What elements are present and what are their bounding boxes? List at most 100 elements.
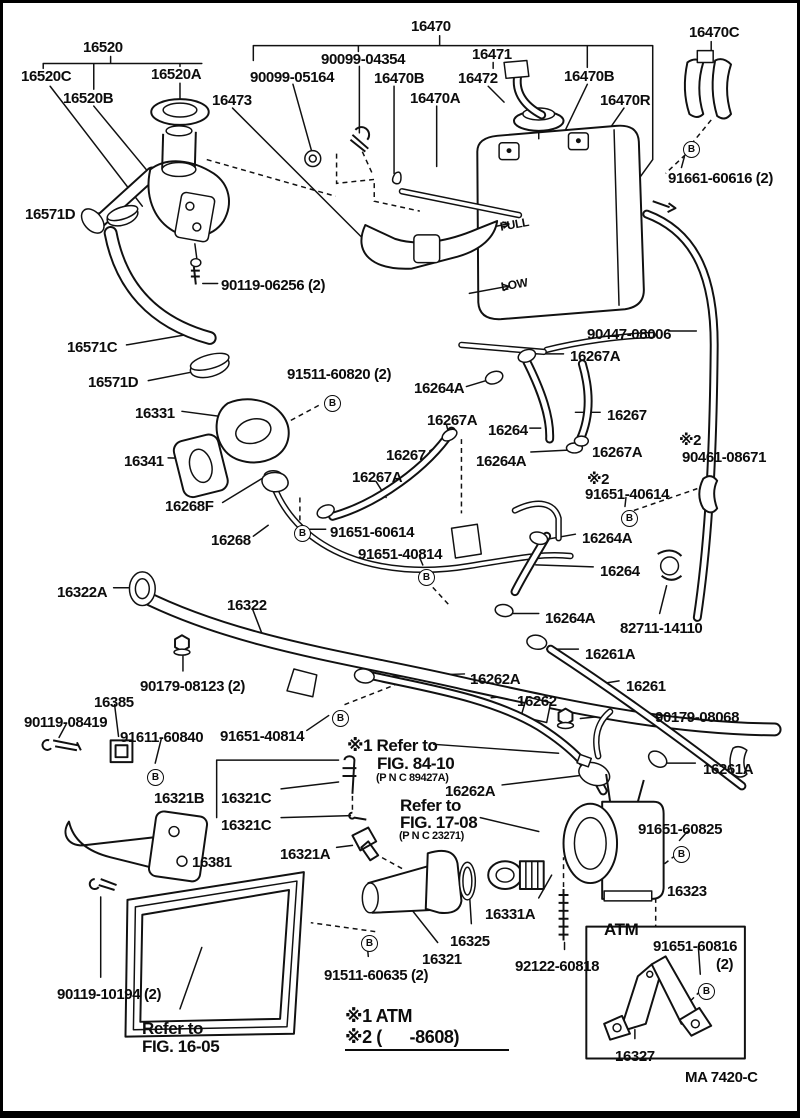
- part-label: Refer to: [142, 1019, 204, 1038]
- circled-fastener-marker: B: [294, 525, 311, 542]
- part-label: 16268F: [165, 498, 214, 515]
- circled-fastener-marker: B: [332, 710, 349, 727]
- part-label: 16381: [192, 854, 232, 871]
- part-label: ※1 ATM: [345, 1006, 413, 1026]
- part-label: 90119-06256 (2): [221, 277, 326, 294]
- part-label: 90099-05164: [250, 69, 335, 86]
- part-label: 16520C: [21, 68, 72, 85]
- part-label: 90119-08419: [24, 714, 108, 731]
- part-label: 16267: [607, 407, 647, 424]
- part-label: 16341: [124, 453, 164, 470]
- part-label: 16470A: [410, 90, 461, 107]
- part-label: 16267A: [427, 412, 478, 429]
- part-label: 16470R: [600, 92, 651, 109]
- circled-fastener-marker: B: [324, 395, 341, 412]
- part-label: 16331A: [485, 906, 536, 923]
- part-label: 16262A: [445, 783, 496, 800]
- part-label: 16571C: [67, 339, 118, 356]
- part-label: 16321C: [221, 790, 272, 807]
- part-label: 16264: [600, 563, 640, 580]
- part-label: 91651-60816: [653, 938, 738, 955]
- part-label: 16322: [227, 597, 267, 614]
- part-label: 91511-60635 (2): [324, 967, 429, 984]
- part-label: 16327: [615, 1048, 655, 1065]
- part-label: 16520A: [151, 66, 202, 83]
- part-label: 91651-40814: [358, 546, 443, 563]
- part-label: 90179-08123 (2): [140, 678, 245, 695]
- part-label: 16262: [517, 693, 557, 710]
- part-label: 91651-40614: [585, 486, 670, 503]
- part-label: FULL: [498, 214, 530, 234]
- circled-fastener-marker: B: [683, 141, 700, 158]
- part-label: 91651-40814: [220, 728, 305, 745]
- part-label: 16268: [211, 532, 251, 549]
- part-label: 16323: [667, 883, 707, 900]
- part-label: Refer to: [400, 796, 462, 815]
- part-label: 90099-04354: [321, 51, 406, 68]
- part-label: (2): [716, 956, 734, 973]
- part-label: 16571D: [88, 374, 139, 391]
- part-label: 91651-60825: [638, 821, 723, 838]
- part-label: 16470: [411, 18, 451, 35]
- part-label: 90461-08671: [682, 449, 767, 466]
- part-label: 16470C: [689, 24, 740, 41]
- circled-fastener-marker: B: [147, 769, 164, 786]
- part-label: 16264: [488, 422, 528, 439]
- part-label: 91661-60616 (2): [668, 170, 773, 187]
- circled-fastener-marker: B: [621, 510, 638, 527]
- part-label: ※2 ( -8608): [345, 1028, 509, 1051]
- part-label: (P N C 23271): [399, 830, 464, 842]
- part-label: ※1 Refer to: [347, 736, 438, 755]
- part-label: 16264A: [476, 453, 527, 470]
- part-label: 90179-08068: [655, 709, 740, 726]
- part-label: 16267: [386, 447, 426, 464]
- part-label: ATM: [604, 920, 639, 939]
- part-label: 16473: [212, 92, 252, 109]
- part-label: 16472: [458, 70, 498, 87]
- diagram-artwork: .ln{stroke:#111;stroke-width:1.5;fill:no…: [41, 34, 782, 1060]
- part-label: FIG. 84-10: [377, 754, 455, 773]
- part-label: 16385: [94, 694, 134, 711]
- part-label: 16267A: [352, 469, 403, 486]
- part-label: 16262A: [470, 671, 521, 688]
- part-label: 16321: [422, 951, 462, 968]
- part-label: 16520B: [63, 90, 114, 107]
- part-label: 16571D: [25, 206, 76, 223]
- part-label: 90447-08006: [587, 326, 672, 343]
- part-label: FIG. 16-05: [142, 1037, 220, 1056]
- part-label: 91651-60614: [330, 524, 415, 541]
- part-label: 16470B: [374, 70, 425, 87]
- part-label: 16322A: [57, 584, 108, 601]
- part-label: 92122-60818: [515, 958, 600, 975]
- part-label: 16267A: [570, 348, 621, 365]
- circled-fastener-marker: B: [361, 935, 378, 952]
- part-label: FIG. 17-08: [400, 813, 478, 832]
- part-label: 16264A: [545, 610, 596, 627]
- part-label: 16331: [135, 405, 175, 422]
- part-label: 16267A: [592, 444, 643, 461]
- part-label: 16321B: [154, 790, 205, 807]
- part-label: LOW: [499, 275, 529, 294]
- part-label: 91611-60840: [120, 729, 204, 746]
- circled-fastener-marker: B: [698, 983, 715, 1000]
- part-label: 16520: [83, 39, 123, 56]
- part-label: 16470B: [564, 68, 615, 85]
- part-label: MA 7420-C: [685, 1069, 758, 1086]
- part-label: 16325: [450, 933, 490, 950]
- part-label: 16321C: [221, 817, 272, 834]
- part-label: 16261A: [703, 761, 754, 778]
- part-label: 16471: [472, 46, 512, 63]
- circled-fastener-marker: B: [418, 569, 435, 586]
- part-label: 16321A: [280, 846, 331, 863]
- part-label: 16264A: [582, 530, 633, 547]
- part-label: 91511-60820 (2): [287, 366, 392, 383]
- part-label: ※2: [587, 471, 610, 488]
- part-label: (P N C 89427A): [376, 772, 449, 784]
- part-labels-layer: 16520 16470 16470C 16520C 16520A 90099-04354 1…: [3, 3, 797, 1111]
- circled-fastener-marker: B: [673, 846, 690, 863]
- part-label: 16261A: [585, 646, 636, 663]
- part-label: 16264A: [414, 380, 465, 397]
- part-label: 82711-14110: [620, 620, 703, 637]
- part-label: 90119-10194 (2): [57, 986, 162, 1003]
